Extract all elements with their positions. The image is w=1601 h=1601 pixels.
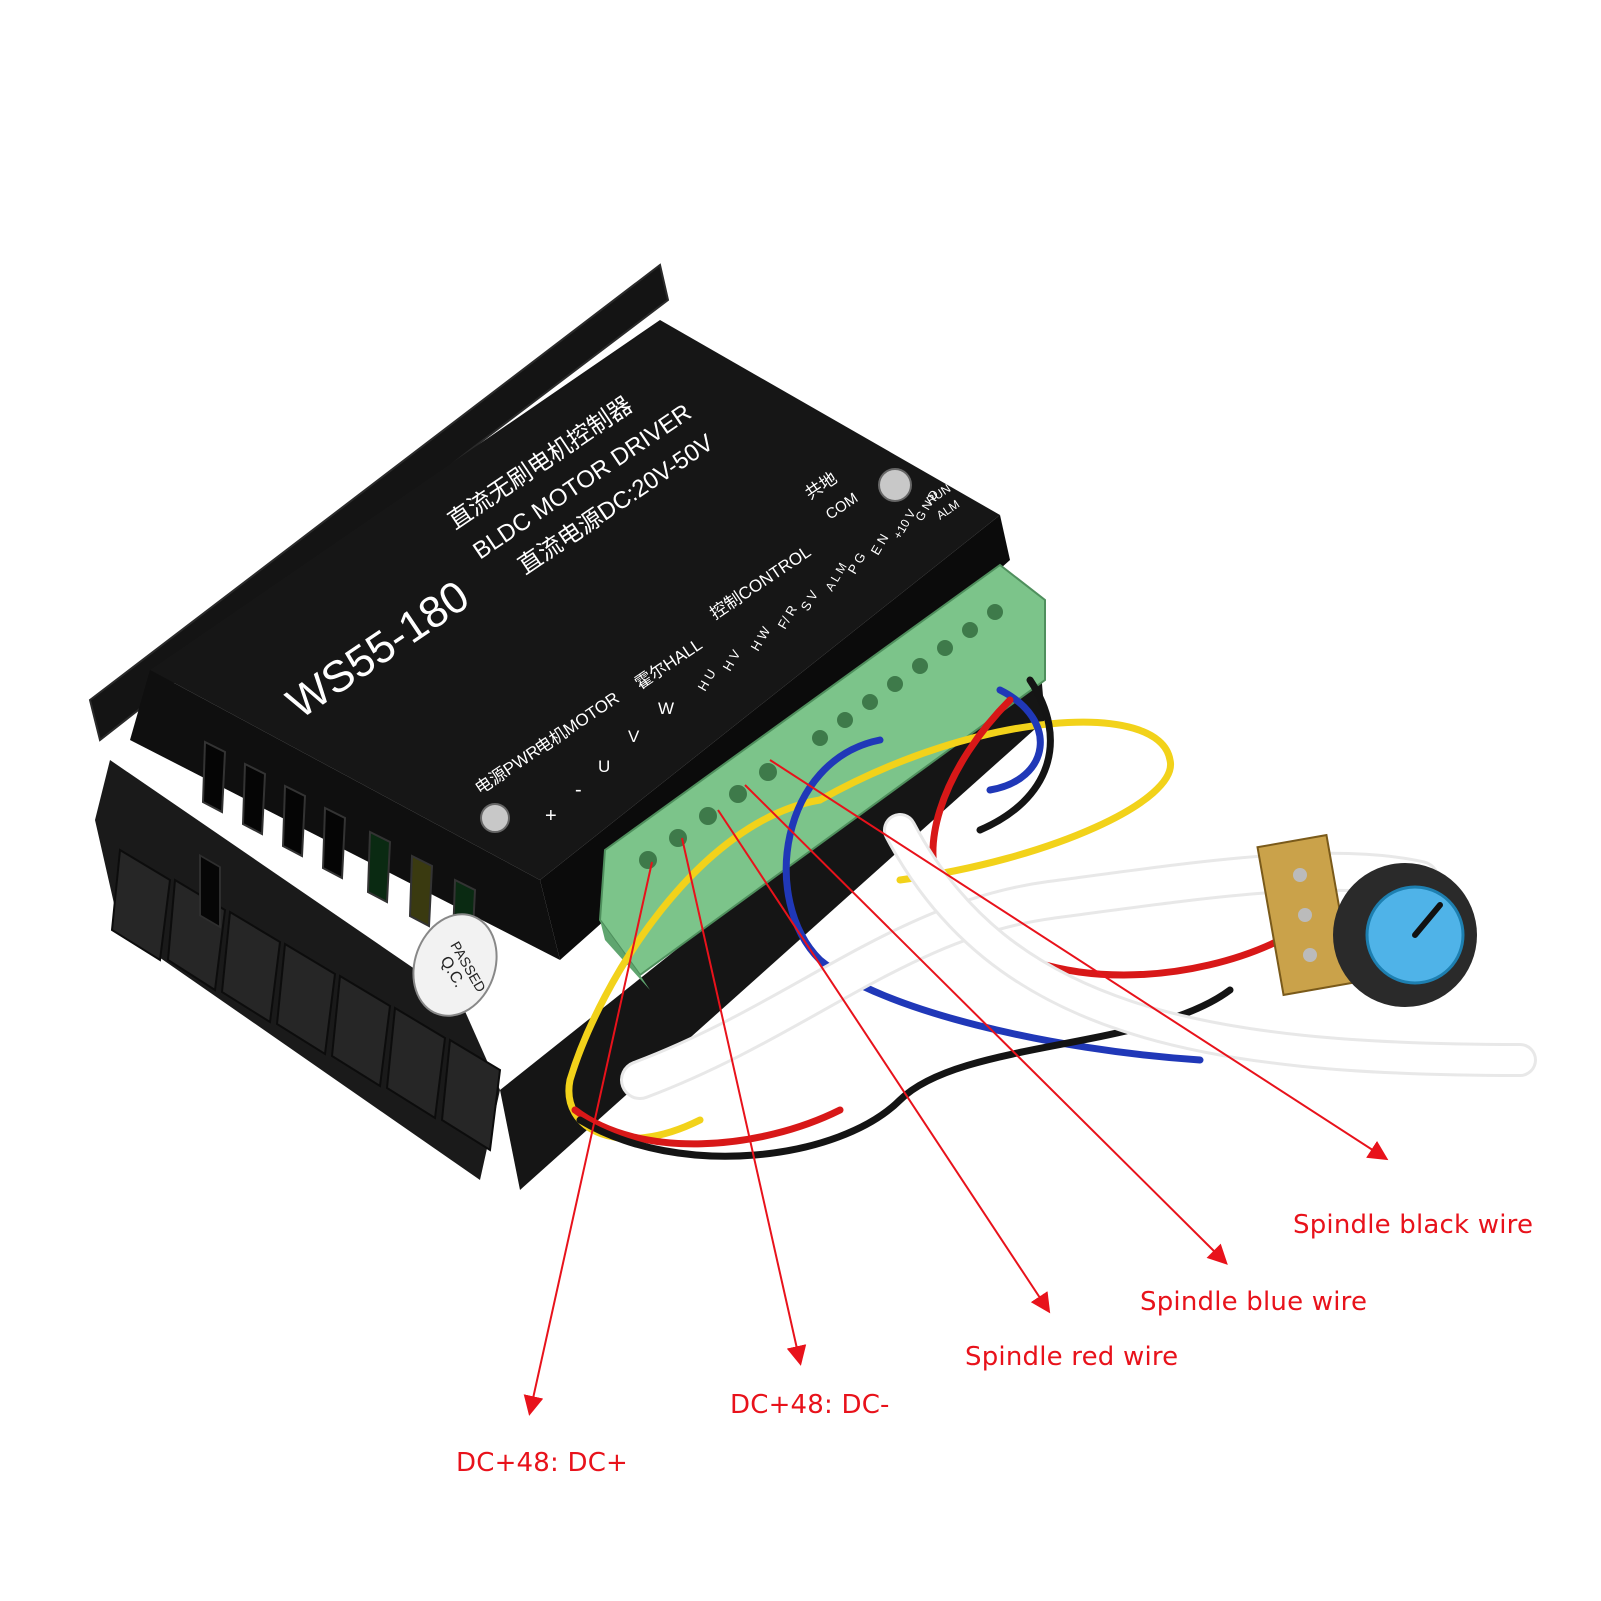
callout-spindle-blue: Spindle blue wire <box>1140 1287 1368 1317</box>
screw-bottom <box>480 803 510 833</box>
pin-u: U <box>598 757 610 776</box>
qc-passed-sticker: Q.C. PASSED <box>412 913 498 1017</box>
callout-line-red <box>717 809 1051 1314</box>
knob-indicator <box>1412 902 1443 938</box>
speed-potentiometer <box>1256 833 1477 1007</box>
callout-dc-minus: DC+48: DC- <box>730 1390 890 1420</box>
callout-line-dc-plus <box>523 861 653 1416</box>
pin-w: W <box>658 699 674 718</box>
callout-line-blue <box>744 784 1228 1265</box>
callout-line-dc-minus <box>681 837 807 1366</box>
pin-v: V <box>628 727 640 746</box>
callout-spindle-red: Spindle red wire <box>965 1342 1179 1372</box>
pin-minus: - <box>575 779 582 801</box>
callout-dc-plus: DC+48: DC+ <box>456 1448 629 1478</box>
callout-spindle-black: Spindle black wire <box>1293 1210 1534 1240</box>
screw-top <box>878 468 912 502</box>
callout-lines <box>523 759 1389 1416</box>
callout-line-black <box>769 759 1389 1161</box>
heatsink <box>95 660 1045 1190</box>
pin-plus: + <box>545 805 557 827</box>
